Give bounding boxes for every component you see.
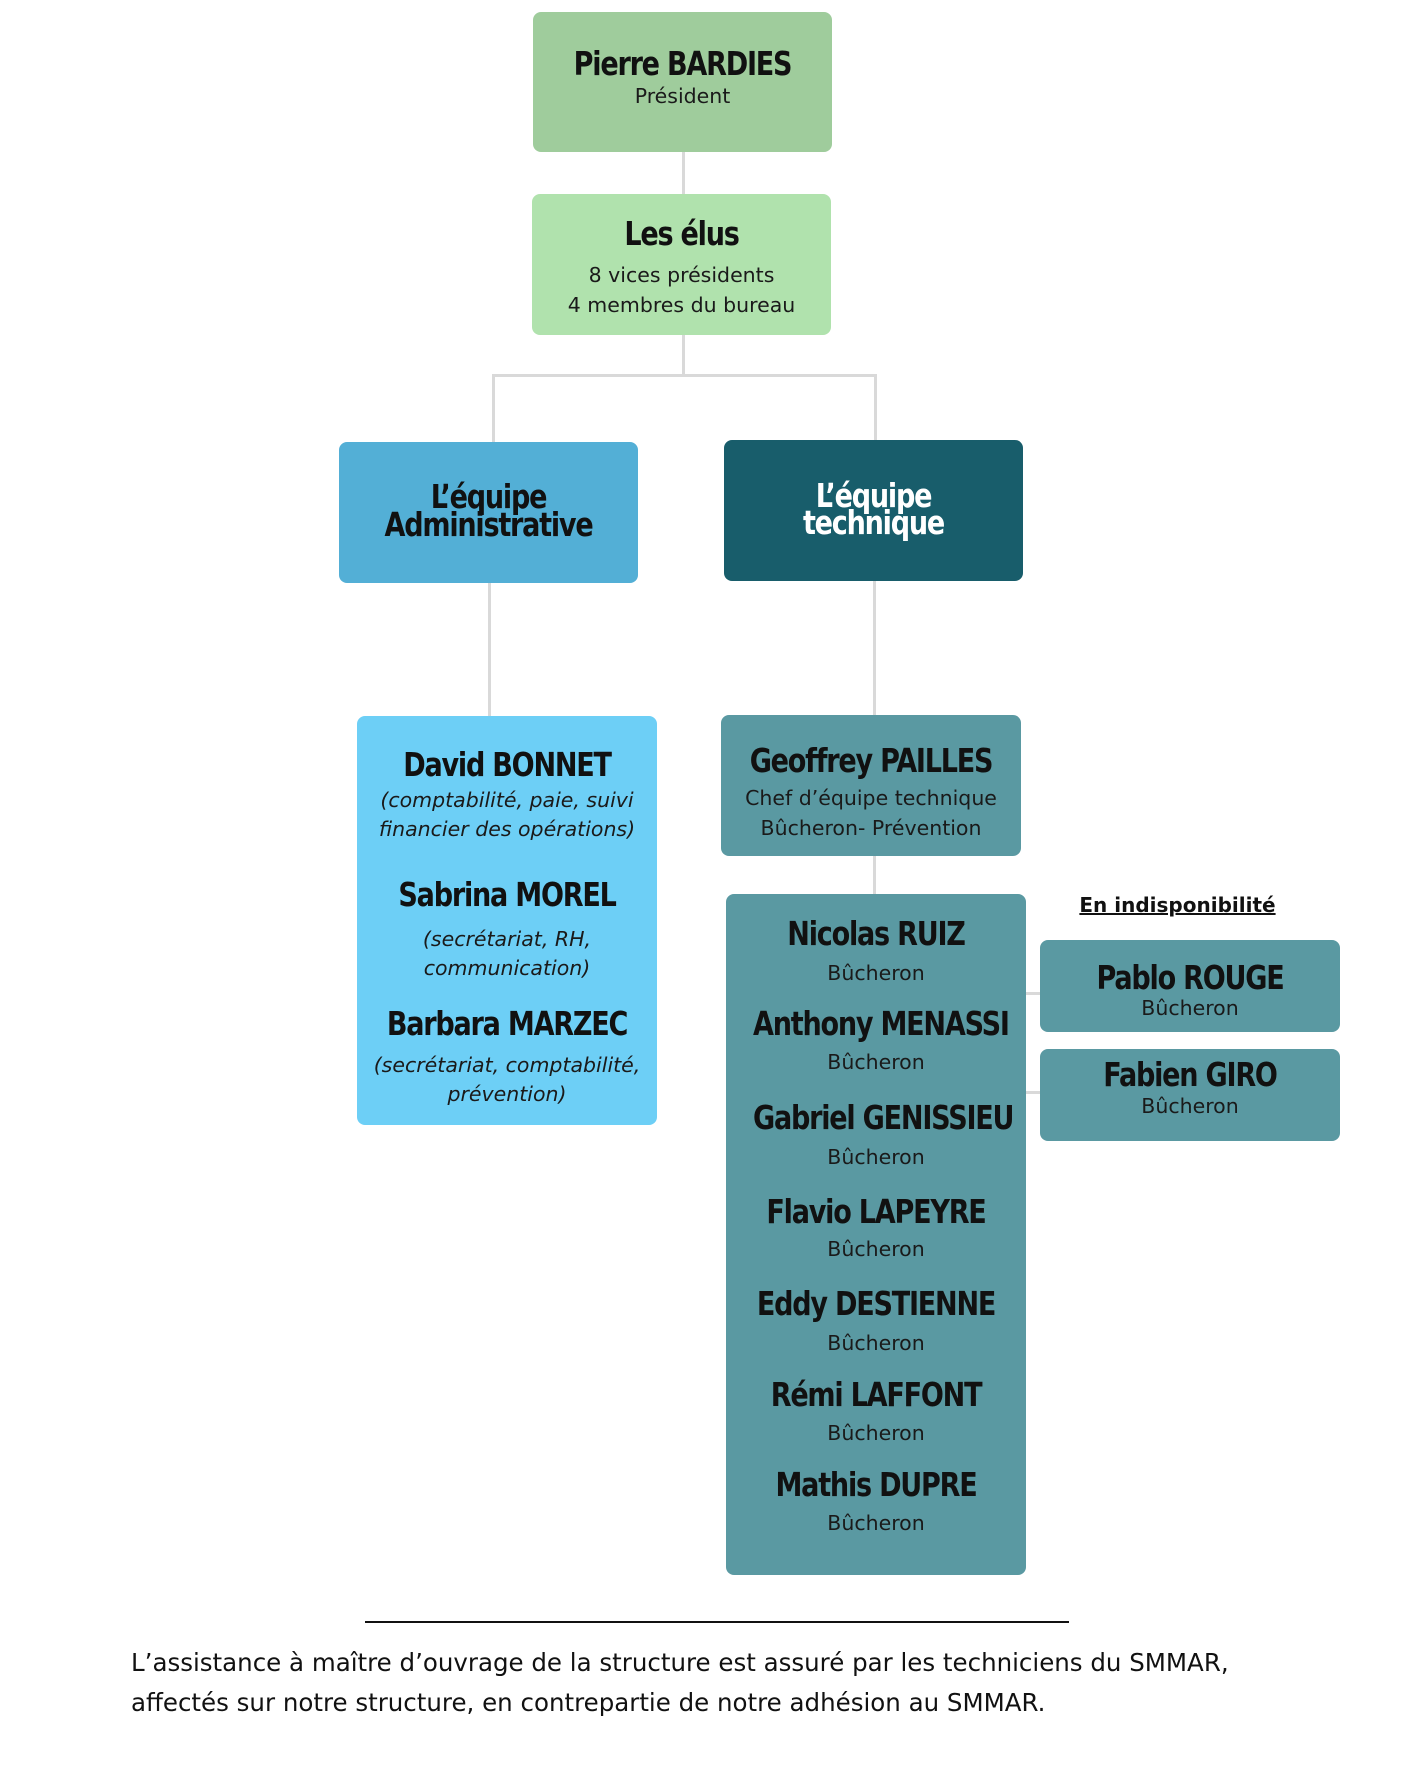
admin-members-box: David BONNET (comptabilité, paie, suivi … [357,716,657,1125]
footer-line-1: L’assistance à maître d’ouvrage de la st… [131,1648,1229,1677]
tech-team-title-2: technique [802,503,945,542]
elus-box: Les élus 8 vices présidents 4 membres du… [532,194,831,335]
tech-members-box: Nicolas RUIZ Bûcheron Anthony MENASSI Bû… [726,894,1026,1575]
unavailable-member-name: Fabien GIRO [1103,1055,1278,1094]
tech-member-role: Bûcheron [827,961,925,985]
admin-member-desc: (comptabilité, paie, suivi [380,788,634,812]
tech-member-name: Flavio LAPEYRE [766,1192,986,1231]
connector-unavailable-2 [1024,1091,1040,1094]
connector-to-tech-team [874,374,877,442]
admin-member-desc: communication) [423,956,591,980]
president-role: Président [634,84,731,108]
connector-chief-team [873,854,876,894]
chief-role-2: Bûcheron- Prévention [760,816,982,840]
tech-member-name: Nicolas RUIZ [787,914,966,953]
elus-line2: 4 membres du bureau [567,293,796,317]
chief-role-1: Chef d’équipe technique [745,786,997,810]
unavailable-member-role: Bûcheron [1141,1094,1239,1118]
admin-member-name: Barbara MARZEC [386,1004,629,1043]
connector-elus-split [682,335,685,376]
tech-member-name: Anthony MENASSI [753,1004,1010,1043]
tech-member-role: Bûcheron [827,1331,925,1355]
admin-member-name: David BONNET [403,745,612,784]
unavailable-member-role: Bûcheron [1141,996,1239,1020]
tech-member-role: Bûcheron [827,1050,925,1074]
admin-member-desc: (secrétariat, RH, [422,927,592,951]
connector-tech-chief [873,581,876,715]
admin-team-title-2: Administrative [384,505,594,544]
unavailable-member-name: Pablo ROUGE [1096,958,1284,997]
tech-member-role: Bûcheron [827,1421,925,1445]
connector-president-elus [682,150,685,194]
footer-divider [365,1621,1069,1623]
unavailable-member-box: Fabien GIRO Bûcheron [1040,1049,1340,1141]
admin-team-box: L’équipe Administrative [339,442,638,583]
tech-member-role: Bûcheron [827,1237,925,1261]
tech-member-name: Gabriel GENISSIEU [753,1098,1015,1137]
tech-team-box: L’équipe technique [724,440,1023,581]
connector-unavailable-1 [1024,992,1040,995]
tech-team-title-1: L’équipe [815,476,933,515]
tech-member-role: Bûcheron [827,1145,925,1169]
president-box: Pierre BARDIES Président [533,12,832,152]
footer-line-2: affectés sur notre structure, en contrep… [131,1688,1046,1717]
unavailable-member-box: Pablo ROUGE Bûcheron [1040,940,1340,1032]
tech-member-role: Bûcheron [827,1511,925,1535]
unavailable-label: En indisponibilité [1079,893,1276,917]
connector-horizontal-teams [492,374,877,377]
footer-text: L’assistance à maître d’ouvrage de la st… [131,1643,1351,1723]
elus-line1: 8 vices présidents [588,263,775,287]
tech-member-name: Rémi LAFFONT [770,1375,983,1414]
chief-box: Geoffrey PAILLES Chef d’équipe technique… [721,715,1021,856]
admin-member-desc: (secrétariat, comptabilité, [373,1053,641,1077]
admin-member-desc: prévention) [447,1082,567,1106]
chief-name: Geoffrey PAILLES [749,741,994,780]
admin-team-title-1: L’équipe [430,477,548,516]
connector-to-admin-team [492,374,495,442]
president-name: Pierre BARDIES [573,44,793,83]
admin-member-desc: financier des opérations) [378,817,636,841]
elus-title: Les élus [624,214,740,253]
tech-member-name: Mathis DUPRE [775,1465,977,1504]
connector-admin-members [488,583,491,716]
tech-member-name: Eddy DESTIENNE [756,1284,997,1323]
admin-member-name: Sabrina MOREL [398,875,616,914]
